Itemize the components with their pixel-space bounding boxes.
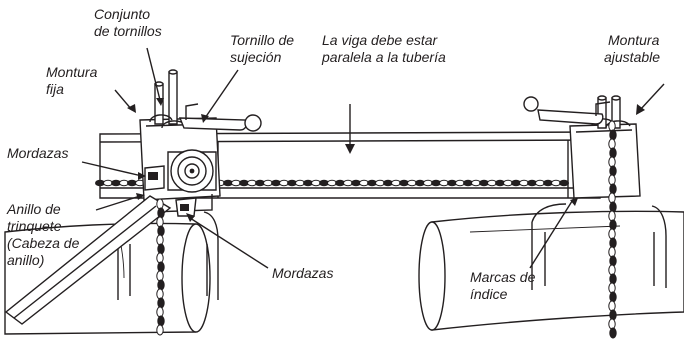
chain-link xyxy=(609,183,617,195)
chain-link xyxy=(157,279,165,291)
chain-link xyxy=(156,288,164,300)
chain-link xyxy=(609,309,617,321)
chain-link xyxy=(609,165,617,177)
label-mordazas-left: Mordazas xyxy=(7,145,68,161)
right-mount-chain xyxy=(608,120,617,339)
leader-lines xyxy=(81,47,665,269)
label-line: anillo) xyxy=(7,252,44,268)
label-line: de tornillos xyxy=(94,23,162,39)
chain-link xyxy=(157,243,165,255)
chain-link xyxy=(157,207,165,219)
label-montura-ajustable: Montura ajustable xyxy=(604,32,660,65)
label-line: Montura xyxy=(608,32,660,48)
chain-link xyxy=(608,264,616,276)
label-line: Marcas de xyxy=(470,269,536,285)
label-anillo-de-trinquete: Anillo de trinquete (Cabeza de anillo) xyxy=(6,201,80,268)
left-mount-chain xyxy=(156,198,165,336)
label-conjunto-de-tornillos: Conjunto de tornillos xyxy=(94,6,162,39)
label-line: índice xyxy=(470,286,508,302)
chain-link xyxy=(609,129,617,141)
chain-link xyxy=(609,219,617,231)
chain-link xyxy=(608,246,616,258)
chain-link xyxy=(156,234,164,246)
label-line: Anillo de xyxy=(6,201,61,217)
label-tornillo-de-sujecion: Tornillo de sujeción xyxy=(230,32,294,65)
chain-link xyxy=(608,192,616,204)
chain-link xyxy=(609,291,617,303)
chain-link xyxy=(559,179,569,187)
label-line: La viga debe estar xyxy=(322,32,439,48)
label-viga-paralela: La viga debe estar paralela a la tubería xyxy=(321,32,446,65)
chain-link xyxy=(608,120,616,132)
label-line: paralela a la tubería xyxy=(321,49,446,65)
chain-link xyxy=(157,297,165,309)
chain-link xyxy=(157,225,165,237)
label-montura-fija: Montura fija xyxy=(46,64,98,97)
chain-link xyxy=(609,255,617,267)
chain-link xyxy=(157,261,165,273)
chain-link xyxy=(609,327,617,339)
chain-link xyxy=(608,156,616,168)
chain-link xyxy=(609,147,617,159)
chain-link xyxy=(608,318,616,330)
chain-link xyxy=(609,201,617,213)
chain-link xyxy=(609,273,617,285)
chain-link xyxy=(608,228,616,240)
chain-link xyxy=(608,300,616,312)
chain-link xyxy=(156,216,164,228)
right-pipe xyxy=(418,210,684,331)
label-line: fija xyxy=(46,81,64,97)
chain-link xyxy=(156,198,164,210)
label-mordazas-bottom: Mordazas xyxy=(272,265,333,281)
chain-link xyxy=(609,237,617,249)
drive-chain xyxy=(95,179,569,187)
label-marcas-de-indice: Marcas de índice xyxy=(470,269,536,302)
right-saddle xyxy=(531,203,667,290)
chain-link xyxy=(608,174,616,186)
label-line: sujeción xyxy=(230,49,282,65)
label-line: (Cabeza de xyxy=(7,235,80,251)
label-line: ajustable xyxy=(604,49,660,65)
chain-link xyxy=(608,210,616,222)
chain-link xyxy=(608,282,616,294)
chain-link xyxy=(608,138,616,150)
chain-link xyxy=(156,270,164,282)
label-line: trinquete xyxy=(7,218,62,234)
label-line: Montura xyxy=(46,64,98,80)
chain-link xyxy=(156,306,164,318)
label-line: Tornillo de xyxy=(230,32,294,48)
left-jaws xyxy=(144,165,197,217)
chain-link xyxy=(157,315,165,327)
chain-link xyxy=(156,252,164,264)
chain-link xyxy=(156,324,164,336)
label-line: Conjunto xyxy=(94,6,150,22)
ratchet-ring-head xyxy=(167,149,217,193)
left-pipe xyxy=(4,222,211,335)
